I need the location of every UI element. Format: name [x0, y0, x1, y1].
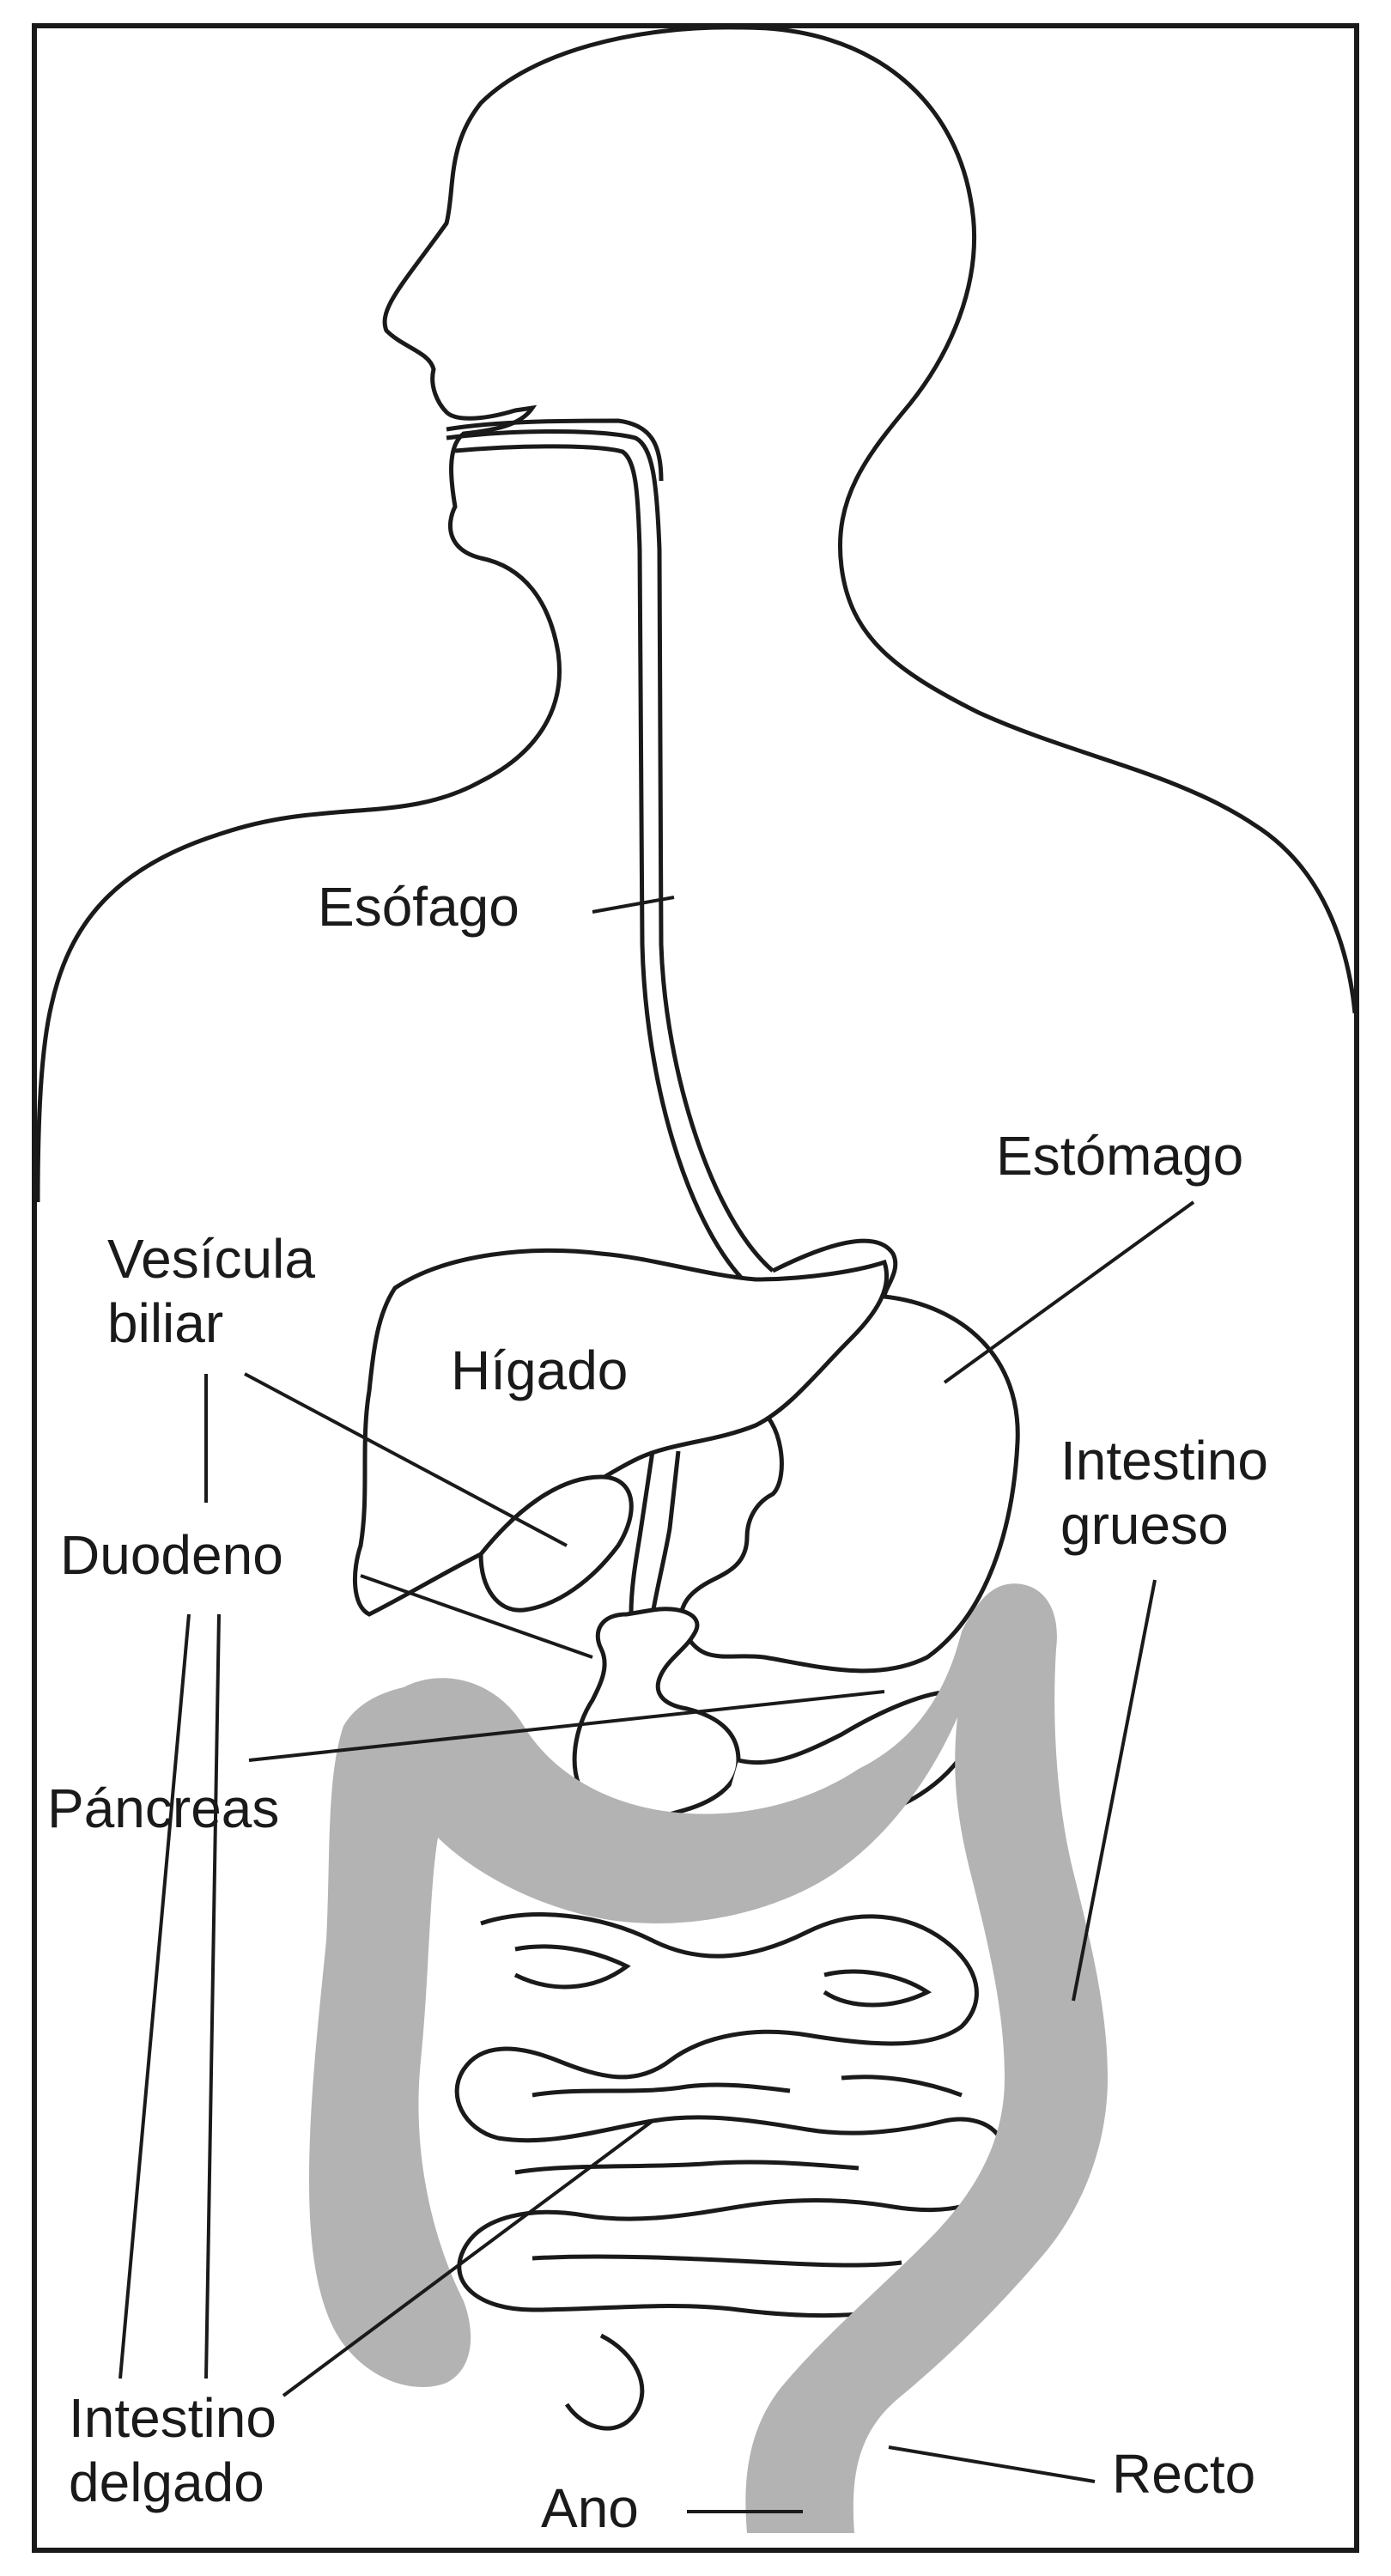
esophagus-outer — [446, 429, 774, 1273]
leader-esofago — [592, 896, 675, 914]
label-vesicula-biliar-line2: biliar — [107, 1292, 224, 1354]
label-higado: Hígado — [451, 1340, 629, 1401]
label-ano: Ano — [541, 2477, 639, 2539]
leader-estomago — [943, 1200, 1195, 1384]
leader-vesicula — [244, 1372, 568, 1547]
small-intestine-coils — [454, 1912, 1009, 2431]
liver-outline — [352, 1248, 890, 1617]
mouth-cavity — [446, 418, 664, 482]
label-recto: Recto — [1112, 2443, 1256, 2505]
bile-duct-b — [650, 1450, 681, 1615]
gallbladder-outline — [478, 1474, 634, 1613]
leader-intestino-delgado — [282, 2119, 654, 2397]
body-silhouette — [35, 25, 739, 1203]
leader-intestino-grueso — [1072, 1579, 1157, 2002]
label-vesicula-biliar-line1: Vesícula — [107, 1228, 315, 1290]
bile-duct-a — [629, 1450, 655, 1615]
label-intestino-delgado-line1: Intestino — [69, 2387, 276, 2449]
label-duodeno: Duodeno — [60, 1524, 283, 1586]
large-intestine-colon — [309, 1583, 1108, 2533]
leader-pancreas — [248, 1690, 885, 1762]
body-silhouette-right — [738, 25, 1358, 1014]
label-estomago: Estómago — [996, 1125, 1244, 1187]
esophagus-inner — [454, 444, 744, 1281]
leader-recto — [888, 2445, 1096, 2483]
label-intestino-delgado-line2: delgado — [69, 2451, 264, 2513]
leader-duodeno — [360, 1574, 593, 1659]
arm-line-b — [118, 1613, 191, 2379]
diagram-border — [32, 23, 1359, 2553]
label-pancreas: Páncreas — [47, 1777, 280, 1839]
label-esofago: Esófago — [318, 876, 519, 938]
arm-line-c — [204, 1613, 221, 2379]
label-intestino-grueso-line1: Intestino — [1060, 1430, 1268, 1492]
label-intestino-grueso-line2: grueso — [1060, 1494, 1229, 1556]
leader-lines — [118, 896, 1195, 2513]
duodenum-outline — [572, 1607, 741, 1820]
